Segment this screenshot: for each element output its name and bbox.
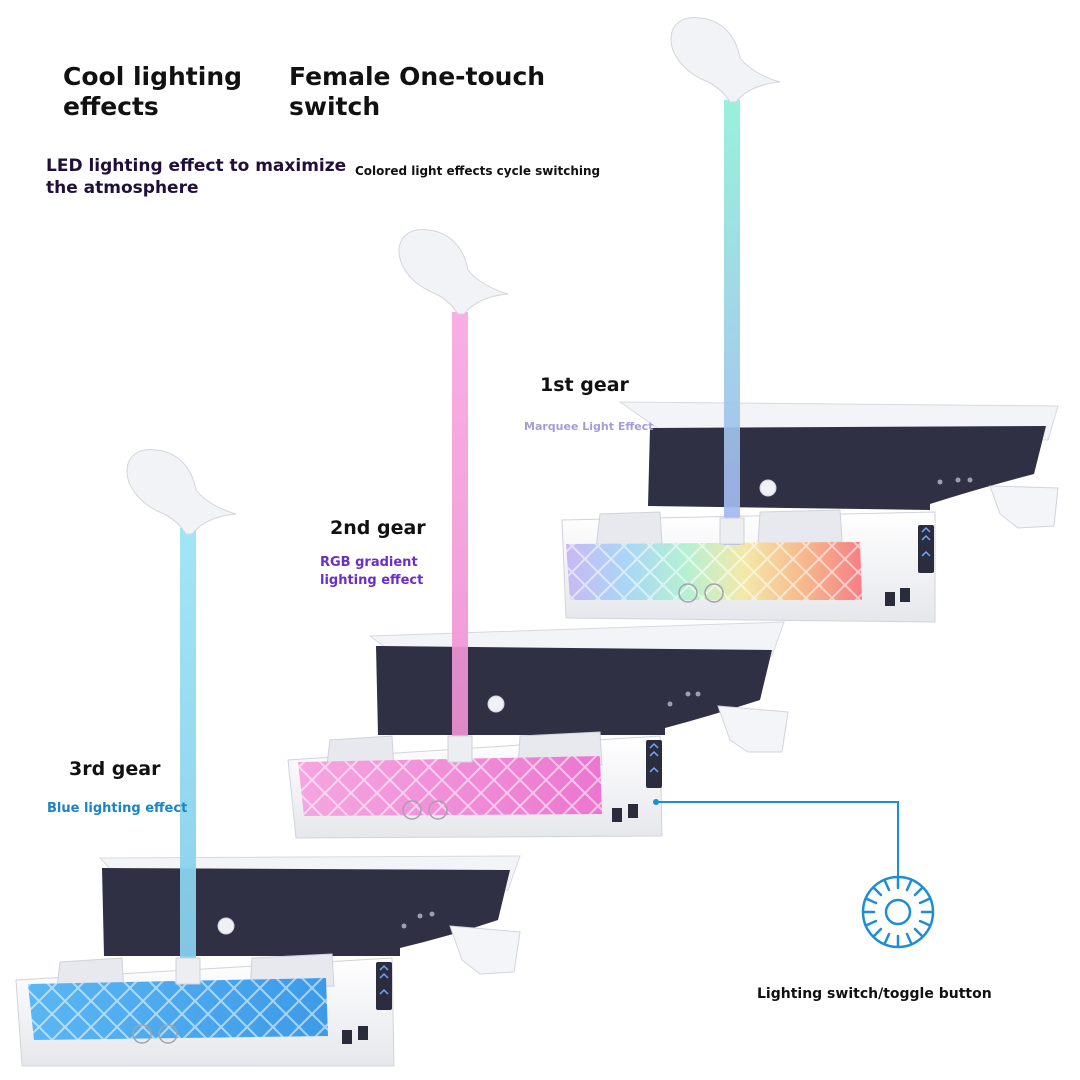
headline-cool-lighting: Cool lighting effects — [63, 62, 243, 121]
toggle-button-label: Lighting switch/toggle button — [757, 986, 992, 1002]
stand-unit-2 — [287, 229, 789, 839]
gear-1-title: 1st gear — [540, 374, 629, 396]
gear-2-subtitle: RGB gradient lighting effect — [320, 555, 424, 588]
subtitle-cycle-switching: Colored light effects cycle switching — [355, 164, 601, 178]
stand-unit-1 — [561, 17, 1059, 623]
gear-3-title: 3rd gear — [69, 758, 161, 780]
gear-1-subtitle: Marquee Light Effect — [524, 420, 654, 433]
fan-icon — [132, 1024, 178, 1044]
gear-2-title: 2nd gear — [330, 517, 426, 539]
stand-unit-3 — [15, 449, 521, 1067]
subtitle-led-atmosphere: LED lighting effect to maximize the atmo… — [46, 156, 347, 198]
fan-icon — [678, 583, 724, 603]
sun-icon — [861, 875, 935, 949]
headline-one-touch-switch: Female One-touch switch — [289, 62, 546, 121]
gear-3-subtitle: Blue lighting effect — [47, 801, 188, 816]
toggle-callout — [653, 799, 935, 949]
fan-icon — [402, 800, 448, 820]
